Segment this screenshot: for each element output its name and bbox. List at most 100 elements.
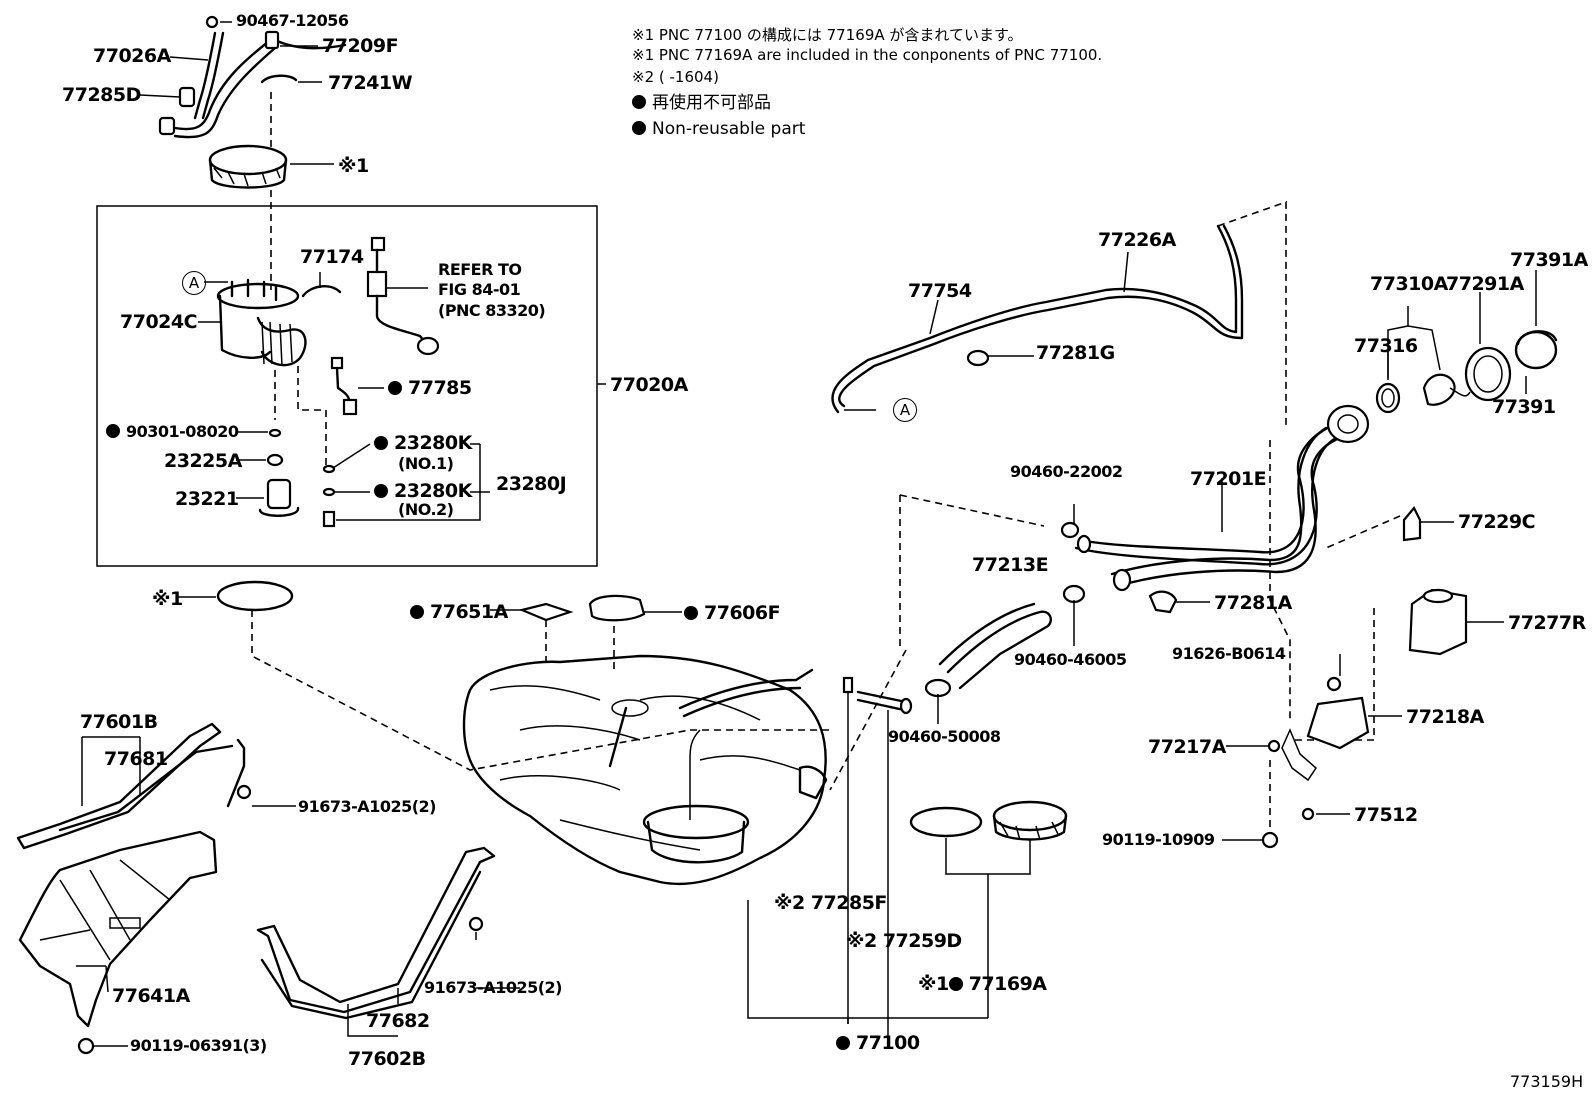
filter-bracket — [301, 272, 342, 298]
label-90460-50008[interactable]: 90460-50008 — [888, 727, 1001, 746]
label-91673-a1025-a[interactable]: 91673-A1025(2) — [298, 797, 436, 816]
label-77391[interactable]: 77391 — [1492, 396, 1556, 418]
tank-straps-right — [256, 846, 520, 1037]
label-90301-08020[interactable]: 90301-08020 — [106, 422, 239, 441]
tank-ring-set — [747, 800, 1068, 1024]
legend-en: Non-reusable part — [632, 121, 805, 138]
evap-hose — [831, 224, 1244, 414]
sender-gauge — [330, 356, 384, 416]
label-77024c[interactable]: 77024C — [120, 311, 198, 333]
note-line-1: ※1 PNC 77100 の構成には 77169A が含まれています。 — [632, 26, 1023, 44]
refer-line-3: (PNC 83320) — [438, 301, 546, 320]
label-77316[interactable]: 77316 — [1354, 335, 1418, 357]
label-77277r[interactable]: 77277R — [1508, 612, 1586, 634]
label-91626-b0614[interactable]: 91626-B0614 — [1172, 644, 1286, 663]
label-77641a[interactable]: 77641A — [112, 985, 190, 1007]
non-reusable-dot-icon — [374, 484, 388, 498]
non-reusable-dot-icon — [374, 436, 388, 450]
label-77169a[interactable]: ※1 77169A — [918, 975, 1047, 994]
non-reusable-dot-icon — [632, 95, 646, 109]
label-77754[interactable]: 77754 — [908, 280, 972, 302]
tank-straps-left — [16, 722, 296, 850]
non-reusable-dot-icon — [948, 977, 963, 991]
legend-en-text: Non-reusable part — [652, 119, 806, 139]
label-77174[interactable]: 77174 — [300, 246, 364, 268]
label-77310a[interactable]: 77310A — [1370, 273, 1448, 295]
label-77281g[interactable]: 77281G — [1036, 342, 1115, 364]
label-77785[interactable]: 77785 — [388, 379, 472, 398]
label-77169a-text: 77169A — [968, 973, 1047, 995]
label-77100-text: 77100 — [856, 1032, 920, 1054]
vent-valve — [1402, 506, 1454, 542]
label-90460-46005[interactable]: 90460-46005 — [1014, 650, 1127, 669]
label-no1: (NO.1) — [398, 454, 454, 473]
non-reusable-dot-icon — [410, 605, 424, 619]
legend-jp-text: 再使用不可部品 — [652, 93, 771, 113]
label-23280k-1[interactable]: 23280K — [374, 434, 472, 453]
label-91673-a1025-b[interactable]: 91673-A1025(2) — [424, 978, 562, 997]
marker-a-right: A — [893, 398, 917, 422]
note-line-2: ※1 PNC 77169A are included in the conpon… — [632, 46, 1103, 64]
label-77026a[interactable]: 77026A — [93, 45, 171, 67]
label-90119-06391[interactable]: 90119-06391(3) — [130, 1036, 267, 1055]
label-77213e[interactable]: 77213E — [972, 554, 1049, 576]
label-77606f-text: 77606F — [704, 602, 781, 624]
label-90119-10909[interactable]: 90119-10909 — [1102, 830, 1215, 849]
label-77602b[interactable]: 77602B — [348, 1048, 426, 1070]
non-reusable-dot-icon — [632, 121, 646, 135]
label-77682[interactable]: 77682 — [366, 1010, 430, 1032]
label-23221[interactable]: 23221 — [175, 488, 239, 510]
heat-insulator — [18, 830, 218, 1055]
label-77651a[interactable]: 77651A — [410, 603, 508, 622]
canister — [1408, 588, 1504, 656]
label-23225a[interactable]: 23225A — [164, 450, 242, 472]
label-77785-text: 77785 — [408, 377, 472, 399]
label-77281a[interactable]: 77281A — [1214, 592, 1292, 614]
label-23280j[interactable]: 23280J — [496, 473, 567, 495]
ring-note-top: ※1 — [338, 155, 369, 177]
label-77201e[interactable]: 77201E — [1190, 468, 1267, 490]
label-77285f-text: 77285F — [810, 892, 888, 914]
label-no2: (NO.2) — [398, 500, 454, 519]
label-77241w[interactable]: 77241W — [328, 72, 413, 94]
label-77226a[interactable]: 77226A — [1098, 229, 1176, 251]
marker-a-left: A — [182, 271, 206, 295]
label-77601b[interactable]: 77601B — [80, 711, 158, 733]
pump-assembly-box — [96, 205, 598, 567]
label-77259d-text: 77259D — [882, 930, 962, 952]
label-77285f[interactable]: ※2 77285F — [774, 894, 887, 913]
fuel-tank — [462, 654, 828, 886]
filler-pipe — [1074, 404, 1370, 592]
label-77020a[interactable]: 77020A — [610, 374, 688, 396]
note-line-3: ※2 ( -1604) — [632, 68, 719, 86]
ring-note-left: ※1 — [152, 588, 183, 610]
label-90301-08020-text: 90301-08020 — [126, 422, 239, 441]
suction-filter — [236, 478, 300, 517]
non-reusable-dot-icon — [106, 424, 120, 438]
label-90460-22002[interactable]: 90460-22002 — [1010, 462, 1123, 481]
fuel-line-assembly — [139, 15, 347, 139]
label-77606f[interactable]: 77606F — [684, 602, 781, 624]
label-23280k-2-text: 23280K — [394, 480, 472, 502]
label-77285d[interactable]: 77285D — [62, 84, 141, 106]
label-23280k-2[interactable]: 23280K — [374, 482, 472, 501]
label-77512[interactable]: 77512 — [1354, 804, 1418, 826]
mark-2-b: ※2 — [846, 930, 877, 952]
label-77681[interactable]: 77681 — [104, 748, 168, 770]
label-77218a[interactable]: 77218A — [1406, 706, 1484, 728]
label-77217a[interactable]: 77217A — [1148, 736, 1226, 758]
label-77651a-text: 77651A — [430, 601, 508, 623]
label-77291a[interactable]: 77291A — [1446, 273, 1524, 295]
label-77391a[interactable]: 77391A — [1510, 249, 1588, 271]
label-77100[interactable]: 77100 — [836, 1034, 920, 1053]
label-90467-12056[interactable]: 90467-12056 — [236, 11, 349, 30]
label-77229c[interactable]: 77229C — [1458, 511, 1536, 533]
small-seals — [236, 428, 490, 528]
mark-1-c: ※1 — [918, 973, 949, 995]
fuel-pump-body — [198, 278, 307, 367]
label-77209f[interactable]: 77209F — [322, 35, 399, 57]
label-77259d[interactable]: ※2 77259D — [846, 932, 962, 951]
refer-line-1: REFER TO — [438, 260, 522, 279]
filler-bracket — [1222, 654, 1402, 849]
